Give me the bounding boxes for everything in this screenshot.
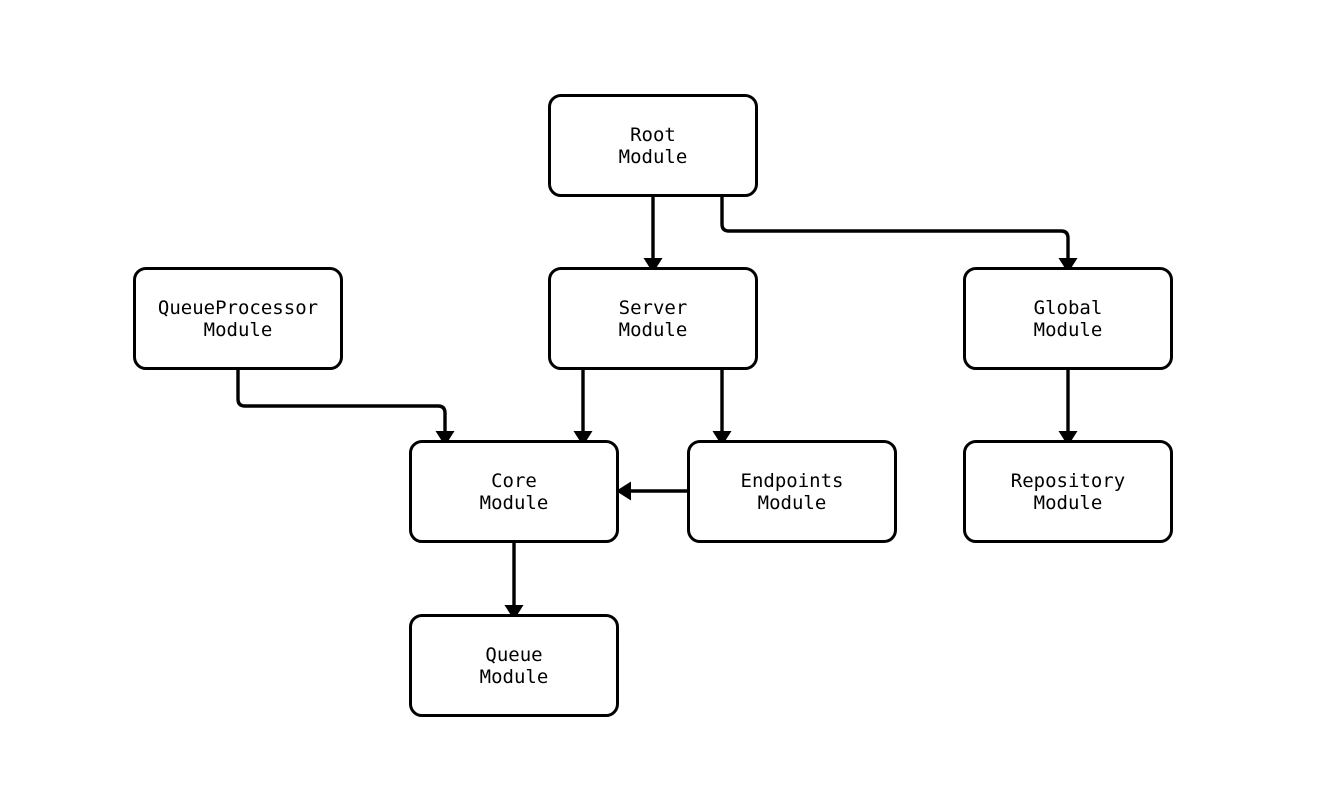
node-label-queue: Queue Module bbox=[479, 643, 549, 688]
node-repository[interactable]: Repository Module bbox=[963, 440, 1173, 543]
node-label-queueprocessor: QueueProcessor Module bbox=[157, 296, 319, 341]
node-root[interactable]: Root Module bbox=[548, 94, 758, 197]
node-server[interactable]: Server Module bbox=[548, 267, 758, 370]
node-label-root: Root Module bbox=[618, 123, 688, 168]
node-queue[interactable]: Queue Module bbox=[409, 614, 619, 717]
node-label-server: Server Module bbox=[618, 296, 688, 341]
node-endpoints[interactable]: Endpoints Module bbox=[687, 440, 897, 543]
edge-queueprocessor-core bbox=[236, 370, 447, 431]
node-label-global: Global Module bbox=[1033, 296, 1103, 341]
node-label-endpoints: Endpoints Module bbox=[740, 469, 844, 514]
node-queueprocessor[interactable]: QueueProcessor Module bbox=[133, 267, 343, 370]
node-label-repository: Repository Module bbox=[1010, 469, 1126, 514]
node-core[interactable]: Core Module bbox=[409, 440, 619, 543]
edge-root-global bbox=[720, 197, 1070, 258]
node-label-core: Core Module bbox=[479, 469, 549, 514]
node-global[interactable]: Global Module bbox=[963, 267, 1173, 370]
